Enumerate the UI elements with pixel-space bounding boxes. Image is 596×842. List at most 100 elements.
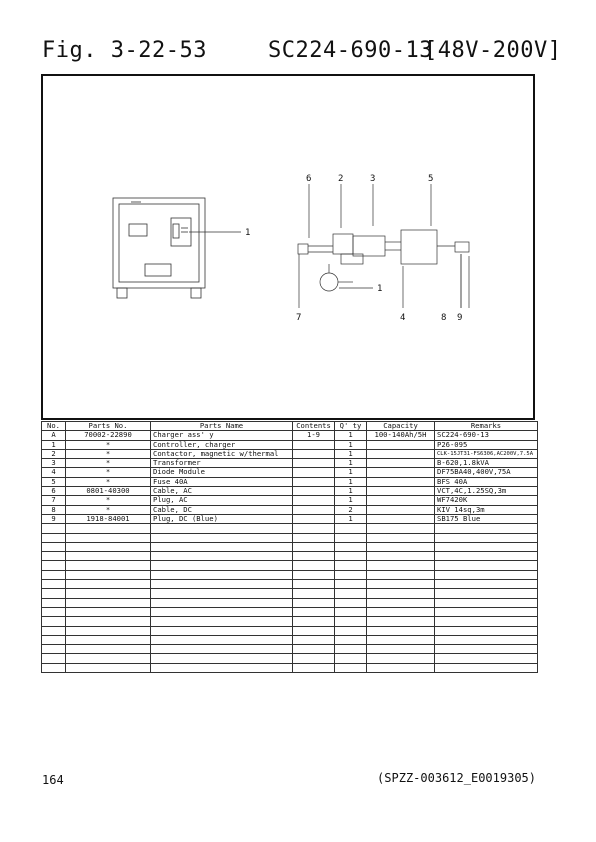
col-header-no: No. [41, 420, 66, 432]
table-cell [292, 644, 335, 655]
table-cell: DF75BA40,400V,75A [434, 467, 538, 478]
callout-5: 5 [428, 174, 433, 184]
table-cell: * [65, 504, 151, 515]
table-cell [150, 597, 293, 608]
table-cell [65, 653, 151, 664]
table-cell [292, 597, 335, 608]
table-cell [292, 653, 335, 664]
table-cell [150, 625, 293, 636]
table-cell [434, 560, 538, 571]
table-cell [150, 588, 293, 599]
table-cell [65, 625, 151, 636]
table-cell: * [65, 439, 151, 450]
table-cell: 1 [334, 486, 367, 497]
table-row-empty [41, 532, 538, 543]
table-cell [366, 532, 435, 543]
table-cell [292, 448, 335, 460]
table-row-empty [41, 560, 538, 571]
table-cell [434, 644, 538, 655]
table-cell [334, 625, 367, 636]
table-cell [65, 644, 151, 655]
table-cell: Charger ass' y [150, 430, 293, 441]
table-cell [334, 634, 367, 646]
col-header-parts-name: Parts Name [150, 420, 293, 432]
table-cell: * [65, 495, 151, 506]
charger-illustration: 1 6 2 [112, 174, 470, 323]
table-cell: VCT,4C,1.25SQ,3m [434, 486, 538, 497]
col-header-capacity: Capacity [366, 420, 435, 432]
table-row-empty [41, 662, 538, 674]
table-cell [366, 634, 435, 646]
table-cell [434, 653, 538, 664]
table-cell [41, 625, 66, 636]
table-cell [292, 606, 335, 618]
table-cell: 2 [334, 504, 367, 515]
table-cell [150, 606, 293, 618]
table-cell: 1 [334, 439, 367, 450]
table-cell [65, 597, 151, 608]
table-cell [366, 523, 435, 534]
table-cell: 1 [334, 430, 367, 441]
callout-1-cabinet: 1 [245, 228, 250, 238]
table-cell [366, 504, 435, 515]
table-cell [334, 532, 367, 543]
table-cell [366, 569, 435, 581]
table-cell [41, 606, 66, 618]
table-cell [150, 644, 293, 655]
table-cell [434, 597, 538, 608]
table-cell [366, 495, 435, 506]
table-cell [334, 606, 367, 618]
table-cell [292, 439, 335, 450]
table-cell: * [65, 448, 151, 460]
table-cell [41, 644, 66, 655]
table-cell [292, 541, 335, 553]
table-cell [41, 560, 66, 571]
table-cell [150, 523, 293, 534]
table-cell [292, 560, 335, 571]
table-cell [434, 662, 538, 674]
table-cell [366, 486, 435, 497]
table-cell [150, 532, 293, 543]
table-cell [434, 634, 538, 646]
table-cell [334, 662, 367, 674]
table-cell [65, 634, 151, 646]
table-cell [292, 495, 335, 506]
callout-4: 4 [400, 313, 405, 323]
table-cell [366, 476, 435, 488]
table-row-empty [41, 634, 538, 646]
table-cell [292, 634, 335, 646]
table-cell: A [41, 430, 66, 441]
table-cell: 0801-40300 [65, 486, 151, 497]
table-cell: P26-095 [434, 439, 538, 450]
table-cell [292, 569, 335, 581]
table-cell [434, 606, 538, 618]
table-cell [65, 579, 151, 590]
table-cell: 1 [41, 439, 66, 450]
table-cell [366, 662, 435, 674]
table-cell [292, 504, 335, 515]
table-cell [41, 569, 66, 581]
table-cell [41, 634, 66, 646]
table-cell [292, 662, 335, 674]
table-cell: 8 [41, 504, 66, 515]
table-cell: WF7420K [434, 495, 538, 506]
table-row-empty [41, 523, 538, 534]
table-cell [150, 560, 293, 571]
table-cell [150, 616, 293, 627]
table-row-empty [41, 541, 538, 553]
callout-1-controller: 1 [377, 284, 382, 294]
table-row-empty [41, 579, 538, 590]
table-cell [334, 551, 367, 562]
table-cell: Controller, charger [150, 439, 293, 450]
table-cell [366, 439, 435, 450]
table-cell [292, 616, 335, 627]
table-cell: KIV 14sq,3m [434, 504, 538, 515]
table-cell: 4 [41, 467, 66, 478]
table-cell [366, 448, 435, 460]
